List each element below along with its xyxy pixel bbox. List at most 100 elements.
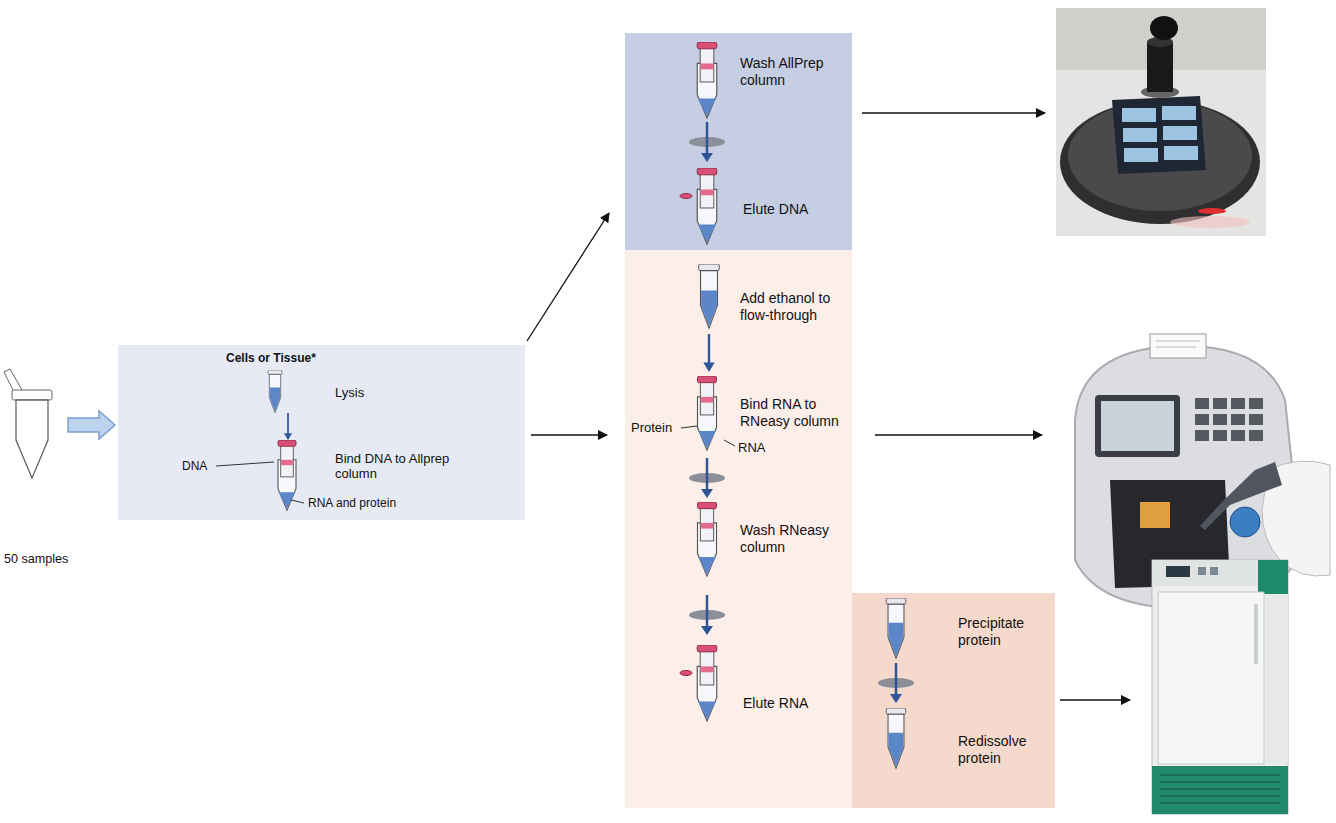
panel-heading: Cells or Tissue* [226,351,386,365]
step-label: Elute DNA [743,201,847,218]
fluorometer-photo [1147,37,1173,47]
refrigerator-photo [1158,592,1264,764]
spectrophotometer-photo [1150,334,1206,358]
refrigerator-photo [1266,594,1288,764]
fluorometer-photo [1162,106,1196,120]
step-label: RNA [738,440,788,455]
spectrophotometer-photo [1195,398,1209,409]
step-label: Wash RNeasy column [740,522,848,555]
refrigerator-photo [1152,560,1288,814]
spectrophotometer-photo [1110,480,1230,588]
step-panel: Precipitate proteinRedissolve protein [852,593,1055,808]
step-label: DNA [182,459,222,473]
step-panel: Cells or Tissue*LysisDNABind DNA to Allp… [118,345,525,520]
step-label: 50 samples [4,552,92,567]
step-panel: Add ethanol to flow-throughBind RNA to R… [625,250,852,808]
fluorometer-photo [1056,8,1266,236]
spectrophotometer-photo [1249,398,1263,409]
lysis-tubes [291,500,304,503]
fluorometer-photo [1164,146,1198,160]
rna-tubes [698,376,717,450]
rna-tubes [724,440,735,446]
fluorometer-photo [1198,208,1226,214]
dna-tubes [680,42,725,244]
refrigerator-photo [1152,560,1288,814]
fluorometer-photo [1150,16,1178,40]
rna-tubes [680,264,735,721]
fluorometer-photo [1170,216,1250,228]
fluorometer-photo [1056,8,1266,70]
instrument-arrow [1060,699,1130,700]
spectrophotometer-photo [1262,461,1330,576]
flow-arrow [527,213,609,341]
step-label: RNA and protein [308,496,428,510]
spectrophotometer-photo [1213,414,1227,425]
sample-node: 50 samples [4,380,92,576]
rna-tubes [680,671,692,676]
rna-tubes [681,426,697,428]
rna-tubes [698,502,717,576]
refrigerator-photo [1210,567,1218,575]
spectrophotometer-photo [1095,395,1180,457]
rna-tubes [699,264,720,328]
refrigerator-photo [1152,560,1288,586]
sample-tube [4,369,52,478]
refrigerator-photo [1198,567,1206,575]
spectrophotometer-photo [1101,401,1174,451]
step-label: Bind RNA to RNeasy column [740,396,848,429]
lysis-tubes [216,462,274,466]
dna-tubes [689,122,725,162]
protein-tubes [886,598,905,658]
block-arrow [68,411,115,439]
spectrophotometer-photo [1230,507,1260,537]
fluorometer-photo [1056,8,1266,236]
protein-tubes [878,598,914,768]
sample-tube [12,390,52,400]
spectrophotometer-photo [1195,414,1209,425]
spectrophotometer-photo [1231,414,1245,425]
instrument-arrow [862,113,1130,700]
protein-tubes [878,663,914,703]
lysis-tubes [216,370,304,510]
refrigerator-photo [1166,566,1190,577]
spectrophotometer-photo [1075,346,1300,609]
step-label: Precipitate protein [958,615,1050,648]
fluorometer-photo [1122,108,1156,122]
fluorometer-photo [1147,42,1173,92]
spectrophotometer-photo [1140,502,1170,528]
spectrophotometer-photo [1156,341,1200,347]
step-label: Redissolve protein [958,733,1050,766]
spectrophotometer-photo [1075,334,1330,608]
refrigerator-photo [1254,604,1258,664]
step-panel: Wash AllPrep columnElute DNA [625,33,852,250]
spectrophotometer-photo [1231,398,1245,409]
dna-tubes [680,194,692,199]
fluorometer-photo [1068,101,1252,211]
step-label: Elute RNA [743,695,847,712]
fluorometer-photo [1123,128,1157,142]
spectrophotometer-photo [1231,430,1245,441]
step-label: Wash AllPrep column [740,55,848,88]
instrument-arrow [862,112,1045,113]
dna-tubes [697,42,717,118]
spectrophotometer-photo [1200,462,1282,530]
spectrophotometer-photo [1195,430,1209,441]
step-label: Lysis [335,385,415,400]
rna-tubes [703,334,714,372]
flow-arrow [531,434,607,435]
refrigerator-photo [1160,775,1280,803]
step-label: Add ethanol to flow-through [740,290,848,323]
rna-tubes [689,595,725,635]
protein-tubes [886,708,905,768]
instrument-arrow [875,434,1042,435]
spectrophotometer-photo [1213,398,1227,409]
fluorometer-photo [1060,100,1260,224]
spectrophotometer-photo [1249,414,1263,425]
rna-tubes [689,458,725,498]
spectrophotometer-photo [1213,430,1227,441]
rna-tubes [697,645,717,721]
